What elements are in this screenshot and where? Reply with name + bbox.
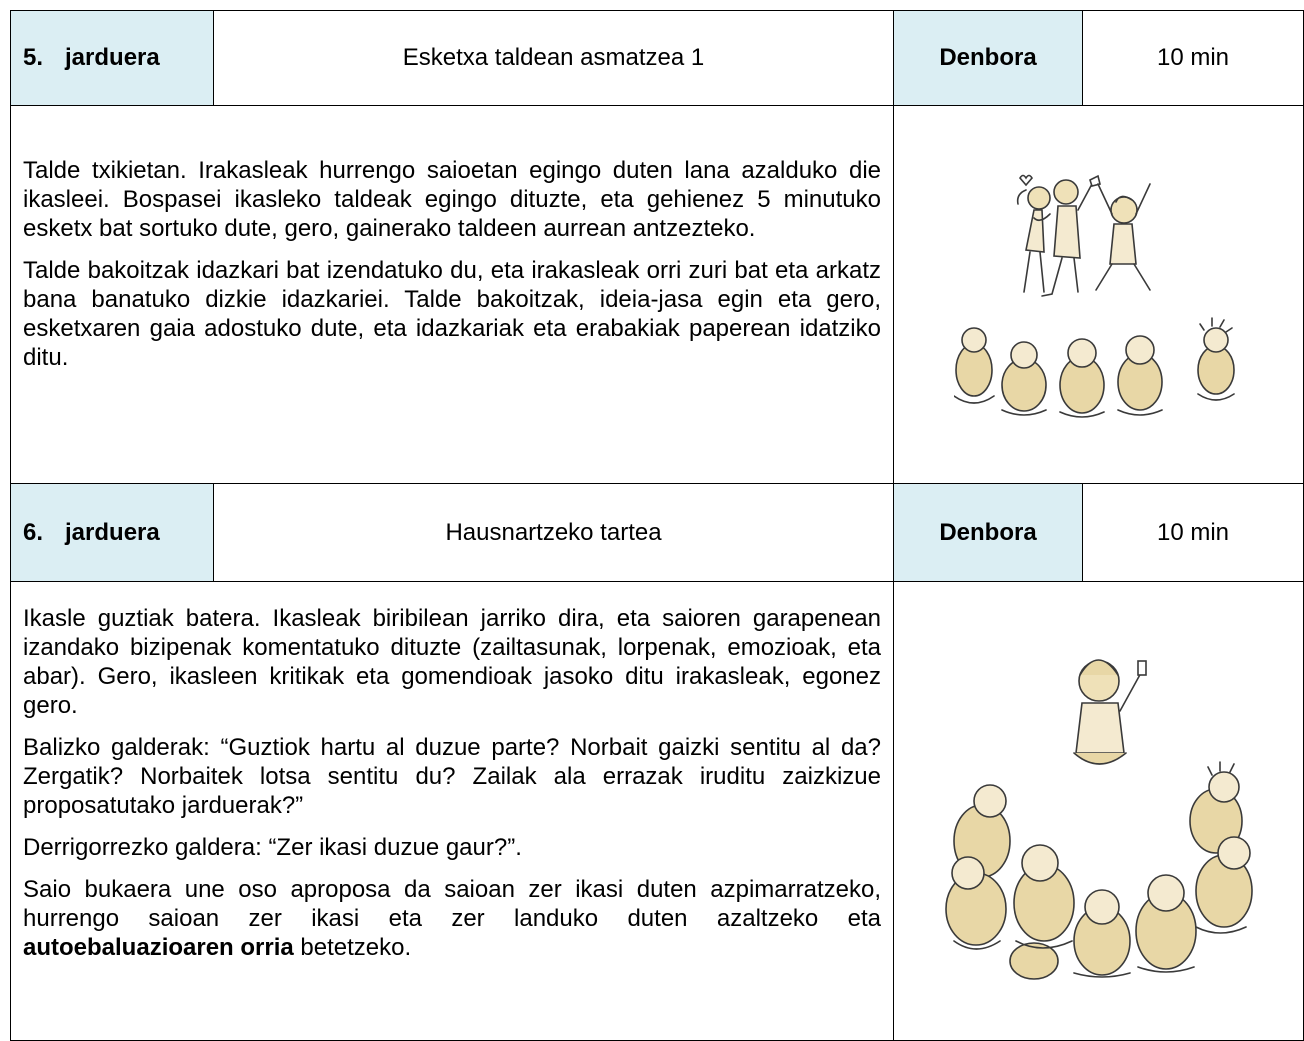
activity-5-illustration-cell: [893, 105, 1304, 484]
final-paragraph-start: Saio bukaera une oso aproposa da saioan …: [23, 876, 881, 932]
activity-6-paragraph: Ikasle guztiak batera. Ikasleak biribile…: [23, 605, 881, 719]
activity-5-label-text: jarduera: [65, 44, 160, 71]
children-sitting-in-circle-illustration: [944, 659, 1253, 980]
activity-6-final-paragraph: Saio bukaera une oso aproposa da saioan …: [23, 875, 881, 962]
final-paragraph-end: betetzeko.: [293, 934, 412, 961]
self-assessment-sheet-text: autoebaluazioaren orria: [23, 934, 294, 961]
activity-6-time-label: Denbora: [893, 483, 1083, 582]
activity-6-label: 6. jarduera: [10, 483, 214, 582]
activity-5-paragraph: Talde txikietan. Irakasleak hurrengo sai…: [23, 157, 881, 242]
activity-5-paragraph: Talde bakoitzak idazkari bat izendatuko …: [23, 257, 881, 371]
activity-6-number: 6.: [23, 518, 44, 546]
activity-6-label-text: jarduera: [65, 518, 160, 546]
activity-5-description: Talde txikietan. Irakasleak hurrengo sai…: [10, 105, 894, 484]
activity-6-time-value: 10 min: [1082, 483, 1304, 582]
children-performing-illustration: [953, 174, 1235, 418]
activity-6-illustration-cell: [893, 581, 1304, 1041]
activity-5-label: 5. jarduera: [10, 10, 214, 106]
activity-6-description: Ikasle guztiak batera. Ikasleak biribile…: [10, 581, 894, 1041]
activity-5-number: 5.: [23, 44, 44, 71]
activity-5-title: Esketxa taldean asmatzea 1: [213, 10, 894, 106]
activity-6-paragraph: Derrigorrezko galdera: “Zer ikasi duzue …: [23, 834, 522, 861]
activity-6-title: Hausnartzeko tartea: [213, 483, 894, 582]
activity-6-paragraph: Balizko galderak: “Guztiok hartu al duzu…: [23, 734, 881, 819]
activity-5-time-value: 10 min: [1082, 10, 1304, 106]
activity-5-time-label: Denbora: [893, 10, 1083, 106]
